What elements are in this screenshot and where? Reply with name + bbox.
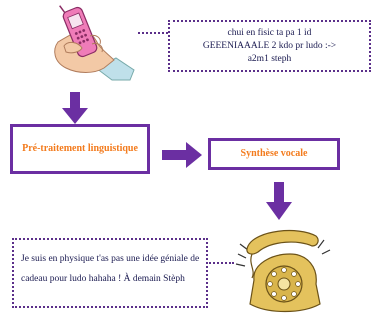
telephone-icon — [235, 229, 331, 313]
sms-text: chui en fisic ta pa 1 id GEEENIAAALE 2 k… — [202, 28, 337, 64]
speech-synthesis-box: Synthèse vocale — [208, 138, 340, 170]
sms-bubble: chui en fisic ta pa 1 id GEEENIAAALE 2 k… — [168, 20, 371, 72]
result-bubble-tail — [206, 262, 234, 264]
arrow-phone-to-pretreatment — [62, 92, 88, 124]
sms-bubble-tail — [138, 32, 172, 34]
pretreatment-box: Pré-traitement linguistique — [10, 124, 150, 174]
pretreatment-label: Pré-traitement linguistique — [22, 143, 138, 154]
hand-holding-phone-icon — [54, 5, 135, 81]
result-text: Je suis en physique t'as pas une idée gé… — [21, 254, 200, 284]
result-bubble: Je suis en physique t'as pas une idée gé… — [12, 238, 208, 308]
arrow-synthesis-to-telephone — [266, 182, 292, 220]
arrow-pretreatment-to-synthesis — [162, 142, 202, 168]
speech-synthesis-label: Synthèse vocale — [240, 148, 308, 159]
